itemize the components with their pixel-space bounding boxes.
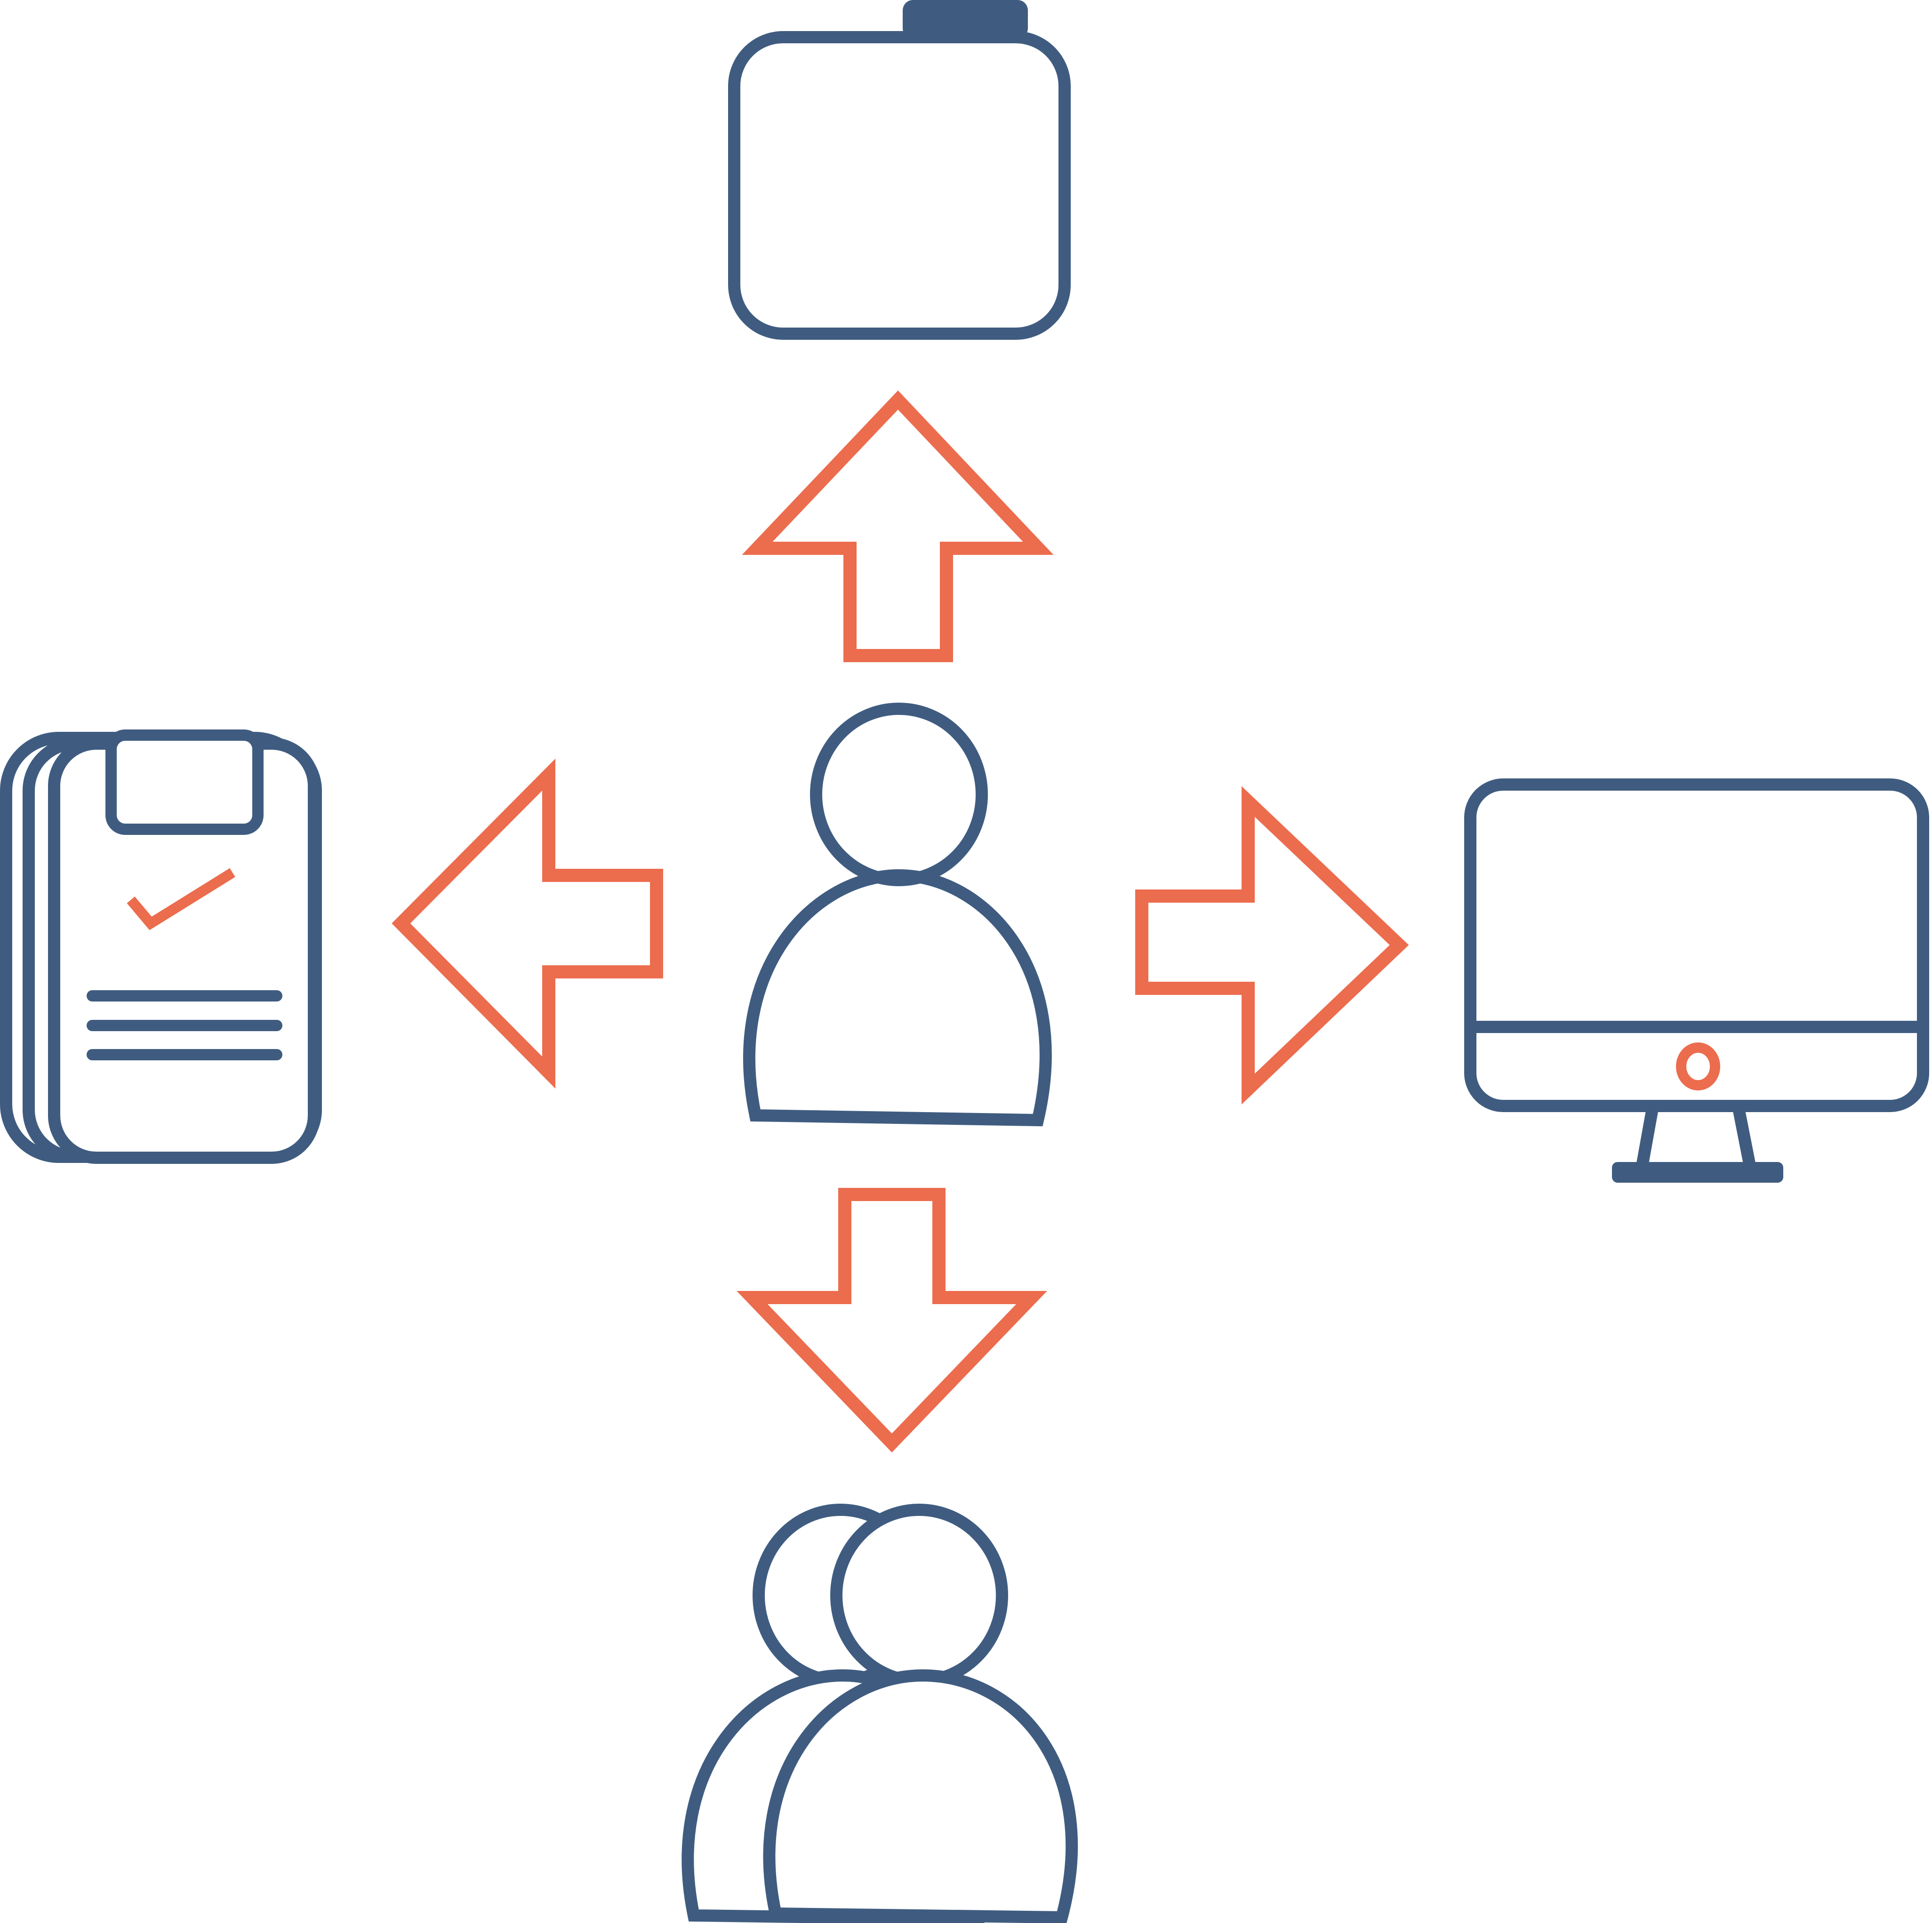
person-icon [743,703,1052,1127]
clipboard-checklist-icon [0,729,322,1164]
arrow-left-icon [392,759,663,1089]
monitor-base [1612,1162,1783,1183]
check-mark-icon [127,868,235,930]
briefcase-handle [903,0,1028,39]
desktop-monitor-icon [1464,778,1929,1183]
group-person-front-body [763,1669,1078,1923]
arrow-right-icon [1135,786,1409,1105]
group-icon [681,1504,1078,1923]
arrow-up-icon [742,390,1054,662]
briefcase-icon [728,0,1071,340]
monitor-neck [1636,1105,1756,1165]
briefcase-body [728,31,1071,340]
group-person-front-head [830,1504,1008,1687]
person-body [743,869,1052,1127]
monitor-power-button-icon [1676,1042,1720,1090]
person-head [810,703,988,886]
monitor-screen [1464,778,1929,1112]
arrow-down-icon [737,1188,1047,1453]
clipboard-clip [105,729,264,835]
